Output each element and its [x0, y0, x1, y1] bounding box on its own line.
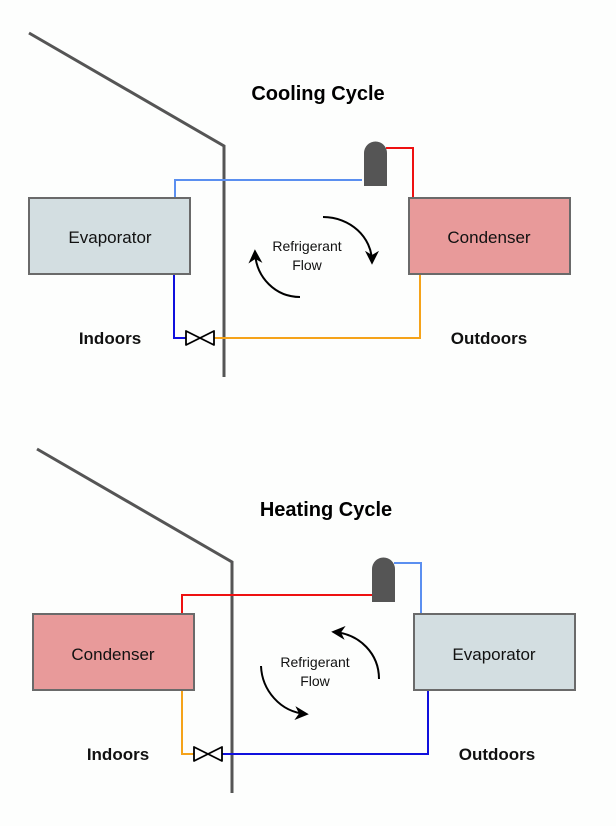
- evaporator-label: Evaporator: [452, 645, 535, 664]
- outdoors-label: Outdoors: [459, 745, 536, 764]
- cold-liquid-pipe: [173, 274, 186, 339]
- flow-label: Flow: [300, 673, 330, 689]
- cooling-cycle-title: Cooling Cycle: [251, 83, 384, 105]
- expansion-valve-icon: [185, 330, 215, 346]
- compressor-icon: [372, 557, 395, 602]
- flow-arrow-icon: [322, 216, 379, 265]
- cold-liquid-pipe: [222, 690, 429, 755]
- hot-gas-pipe: [181, 594, 372, 614]
- hot-gas-pipe: [386, 147, 414, 198]
- condenser-label: Condenser: [447, 228, 531, 247]
- condenser-box: [408, 197, 571, 275]
- flow-arrow-icon: [248, 249, 301, 298]
- evaporator-box: [413, 613, 576, 691]
- cooling-cycle-panel: Cooling Cycle Evaporator Condenser Refri…: [28, 31, 571, 377]
- condenser-label: Condenser: [71, 645, 155, 664]
- outdoors-label: Outdoors: [451, 329, 528, 348]
- flow-arrow-icon: [331, 625, 380, 680]
- house-wall: [36, 447, 234, 793]
- evaporator-label: Evaporator: [68, 228, 151, 247]
- warm-liquid-pipe: [214, 274, 421, 339]
- indoors-label: Indoors: [87, 745, 149, 764]
- flow-arrow-icon: [260, 665, 309, 721]
- indoors-label: Indoors: [79, 329, 141, 348]
- flow-label: Flow: [292, 257, 322, 273]
- evaporator-box: [28, 197, 191, 275]
- refrigerant-flow-label: Refrigerant: [272, 238, 341, 254]
- house-wall: [28, 31, 226, 377]
- heating-cycle-panel: Heating Cycle Condenser Evaporator Refri…: [32, 447, 576, 793]
- compressor-icon: [364, 141, 387, 186]
- cold-gas-pipe: [394, 562, 422, 614]
- expansion-valve-icon: [193, 746, 223, 762]
- warm-liquid-pipe: [181, 690, 194, 755]
- heating-cycle-title: Heating Cycle: [260, 499, 392, 521]
- condenser-box: [32, 613, 195, 691]
- cold-gas-pipe: [174, 179, 362, 198]
- refrigerant-flow-label: Refrigerant: [280, 654, 349, 670]
